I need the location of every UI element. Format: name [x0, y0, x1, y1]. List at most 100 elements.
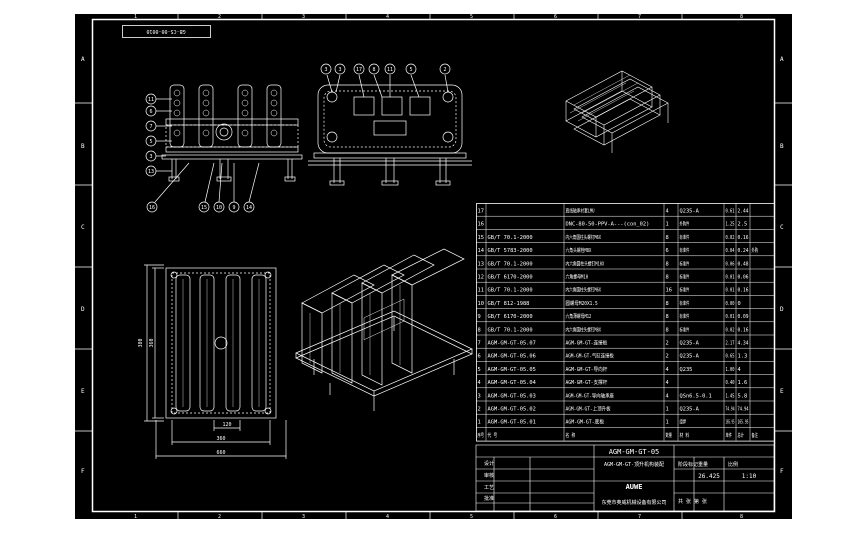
zone-bottom-6: 6: [554, 514, 557, 520]
balloon: 7: [145, 120, 157, 132]
svg-text:5: 5: [149, 139, 152, 145]
bom-cell-no: 17: [478, 209, 484, 215]
bom-cell-w1: 1.25: [726, 222, 735, 228]
bom-cell-material: 外购件: [680, 220, 690, 228]
zone-right-D: D: [780, 306, 784, 313]
label-approve: 批准: [484, 495, 494, 502]
bom-cell-note: 外购: [752, 246, 758, 254]
right-zone-ticks: [775, 102, 793, 432]
zone-top-4: 4: [386, 14, 389, 20]
zone-bottom-7: 7: [638, 514, 641, 520]
bom-cell-name: AGM-GM-GT-底板: [566, 418, 605, 426]
bom-cell-w2: 0.09: [738, 314, 749, 320]
balloon: 6: [145, 105, 157, 117]
bom-cell-code: AGM-GM-GT-05.04: [488, 380, 536, 386]
bom-cell-qty: 数量: [666, 431, 672, 439]
bom-cell-qty: 8: [666, 261, 669, 267]
bom-cell-w2: 总计: [738, 431, 744, 439]
svg-text:7: 7: [149, 124, 152, 130]
svg-text:13: 13: [148, 169, 154, 175]
bom-cell-no: 序号: [478, 431, 484, 439]
drawing-code-box: [122, 25, 211, 38]
front-view-balloons-bottom: 16 15 10 9 14: [146, 201, 255, 213]
svg-text:3: 3: [324, 67, 327, 73]
zone-top-2: 2: [218, 14, 221, 20]
bom-cell-w2: 0.06: [738, 275, 749, 281]
bom-cell-qty: 8: [666, 275, 669, 281]
bom-cell-code: GB/T 5783-2000: [488, 248, 533, 254]
svg-text:16: 16: [149, 205, 155, 211]
bom-cell-name: 内六角圆柱头螺钉M6X: [566, 233, 602, 241]
title-scale: 1:10: [742, 473, 757, 480]
dim-width-outer: 660: [216, 450, 225, 456]
bom-cell-w2: 2.5: [738, 222, 748, 228]
zone-left-B: B: [81, 143, 85, 150]
bom-cell-code: GB/T 70.1-2000: [488, 235, 533, 241]
bom-cell-no: 16: [478, 222, 484, 228]
drawing-sheet: 1 2 3 4 5 6 7 8 1 2 3 4 5 6 7 8 A B C D …: [74, 13, 793, 520]
bom-cell-code: AGM-GM-GT-05.06: [488, 354, 536, 360]
bom-cell-code: GB/T 6170-2000: [488, 275, 533, 281]
company-name: 东莞市奥威机械设备有限公司: [601, 499, 666, 506]
bom-cell-material: 标准件: [680, 299, 690, 307]
balloon: 3: [334, 63, 346, 75]
svg-text:8: 8: [372, 67, 375, 73]
bom-cell-name: 直线轴承衬套LMU: [566, 207, 595, 215]
side-view-balloons: 3 3 17 8 11 5 2: [320, 63, 451, 75]
bom-cell-w2: 2.44: [738, 209, 749, 215]
bom-cell-name: 内六角圆柱头螺钉M10X: [566, 259, 605, 267]
label-scale: 比例: [728, 461, 738, 468]
dim-width-mid: 360: [216, 436, 225, 442]
bom-cell-w2: 0.24: [738, 248, 749, 254]
bom-cell-material: Q235-A: [680, 407, 700, 413]
bom-cell-name: AGM-GM-GT-连接板: [566, 339, 609, 347]
left-zone-labels: A B C D E F: [81, 56, 85, 475]
bom-cell-w2: 0.16: [738, 288, 749, 294]
title-drawing-number: AGM-GM-GT-05: [609, 448, 660, 456]
bom-cell-name: 内六角圆柱头螺钉M8X: [566, 325, 602, 333]
zone-top-7: 7: [638, 14, 641, 20]
bom-cell-no: 9: [478, 314, 481, 320]
bom-cell-no: 13: [478, 261, 484, 267]
label-weight: 重量: [698, 461, 708, 468]
dim-height-outer: 380: [138, 338, 144, 347]
left-zone-ticks: [74, 102, 92, 432]
svg-text:15: 15: [201, 205, 207, 211]
front-view-balloons-left: 11 6 7 5 3 13: [145, 93, 157, 177]
bom-cell-name: 名 称: [566, 431, 576, 439]
zone-bottom-5: 5: [470, 514, 473, 520]
bom-cell-w1: 0.01: [726, 314, 735, 320]
zone-right-E: E: [780, 388, 784, 395]
zone-left-E: E: [81, 388, 85, 395]
bom-cell-w2: 1.6: [738, 380, 748, 386]
bom-cell-qty: 1: [666, 222, 669, 228]
bom-cell-w2: 165.95: [738, 420, 749, 426]
title-block-text: AGM-GM-GT-05 AGM-GM-GT-顶升机构装配 AUWE 东莞市奥威…: [484, 448, 757, 506]
balloon: 14: [243, 201, 255, 213]
bom-cell-no: 4: [478, 380, 481, 386]
front-view: [154, 84, 303, 203]
bom-cell-name: AGM-GM-GT-导向杆: [566, 365, 608, 373]
zone-left-A: A: [81, 56, 85, 63]
right-zone-labels: A B C D E F: [780, 56, 784, 475]
bom-cell-qty: 8: [666, 327, 669, 333]
top-zone-ticks: [177, 13, 683, 19]
bom-cell-code: AGM-GM-GT-05.01: [488, 420, 536, 426]
bom-cell-w1: 0.04: [726, 248, 735, 254]
zone-bottom-3: 3: [302, 514, 305, 520]
bom-cell-material: 标准件: [680, 273, 690, 281]
iso-view-large: [295, 248, 473, 411]
svg-text:17: 17: [356, 67, 362, 73]
balloon: 2: [439, 63, 451, 75]
bom-cell-material: QSn6.5-0.1: [680, 393, 712, 399]
bom-cell-qty: 1: [666, 407, 669, 413]
bom-cell-qty: 8: [666, 301, 669, 307]
bom-cell-qty: 4: [666, 209, 669, 215]
zone-top-3: 3: [302, 14, 305, 20]
